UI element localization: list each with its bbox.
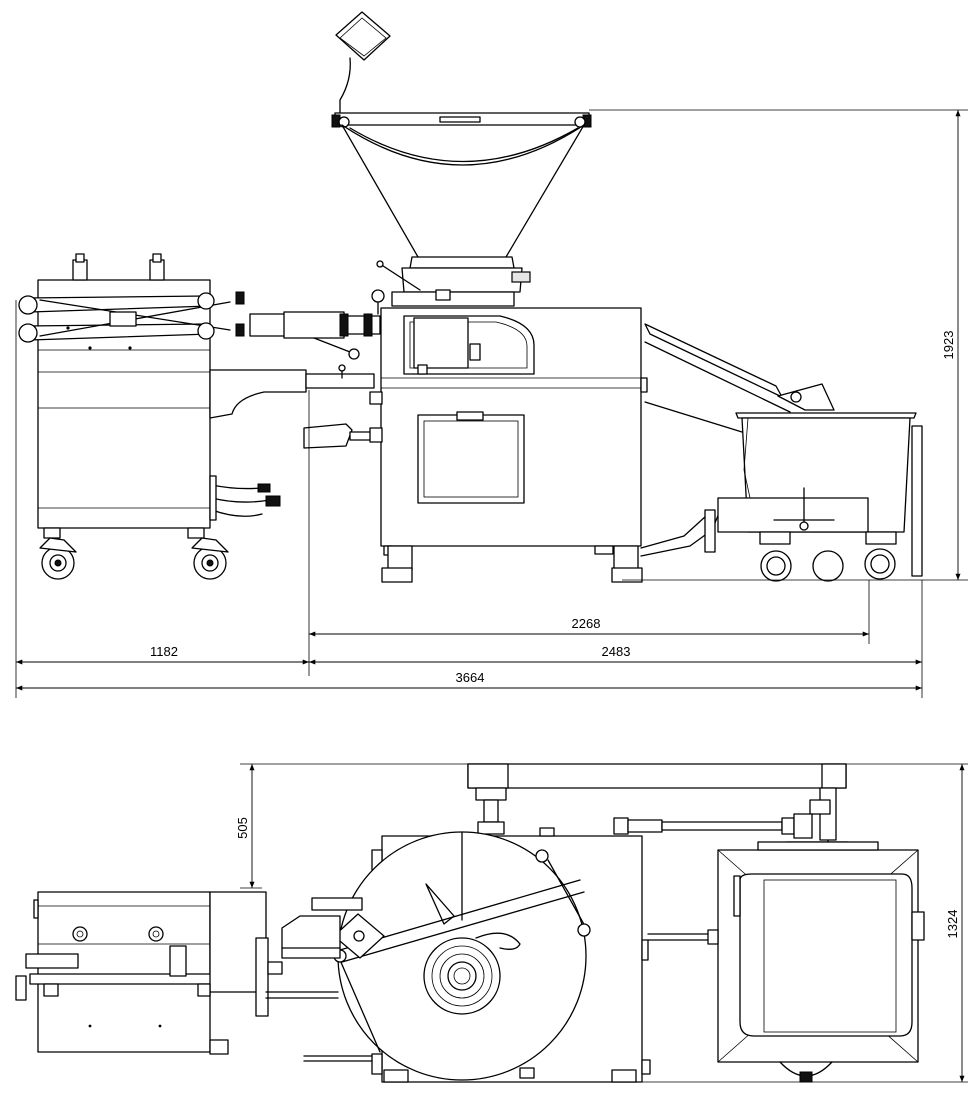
dim-height-1923: 1923 xyxy=(941,331,956,360)
filler-body xyxy=(380,307,648,583)
dim-1324: 1324 xyxy=(945,910,960,939)
top-dimensions: 505 1324 xyxy=(235,763,968,1083)
control-panel xyxy=(335,11,391,119)
top-bin xyxy=(717,841,925,1083)
top-left-unit xyxy=(15,891,267,1055)
trolley-bin xyxy=(717,412,923,582)
dim-1182: 1182 xyxy=(150,644,178,659)
side-view: 1923 2268 1182 2483 3664 xyxy=(15,11,968,698)
left-unit xyxy=(18,253,281,580)
filling-tube xyxy=(209,289,385,449)
lifting-arm xyxy=(640,323,835,557)
dim-3664: 3664 xyxy=(456,670,485,685)
hopper-top xyxy=(333,831,591,1081)
right-caster xyxy=(187,527,229,580)
top-connector xyxy=(647,929,719,945)
top-filling-tube xyxy=(255,897,373,1062)
left-caster xyxy=(39,527,77,580)
side-dimensions: 1923 2268 1182 2483 3664 xyxy=(15,109,968,698)
dim-2268: 2268 xyxy=(572,616,601,631)
dim-505: 505 xyxy=(235,817,250,839)
top-view: 505 1324 xyxy=(15,763,968,1083)
hopper xyxy=(331,112,592,307)
dim-2483: 2483 xyxy=(602,644,631,659)
top-frame xyxy=(467,763,847,853)
